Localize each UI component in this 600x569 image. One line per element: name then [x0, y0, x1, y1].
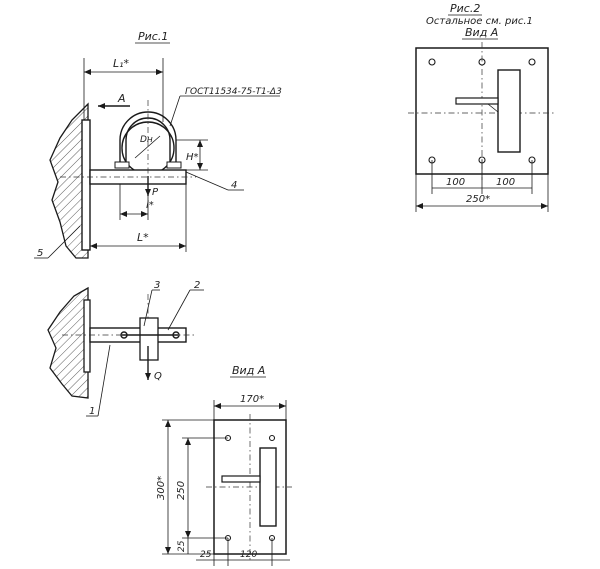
dim-l-big: L* [137, 231, 149, 244]
callout-3: 3 [154, 280, 160, 291]
figure-1-plan-view: 3 2 Q 1 [47, 280, 204, 417]
view-a-figure-1: Вид А 170* 300* 250 25 25 [156, 364, 292, 566]
bracket-figure-2 [497, 69, 521, 153]
wall-section [49, 102, 89, 259]
dim-width-170: 170* [240, 394, 264, 405]
bracket-in-view [259, 447, 277, 527]
figure-2-title: Рис.2 [450, 2, 480, 15]
callout-2: 2 [194, 280, 200, 291]
gost-weld-note: ГОСТ11534-75-Т1-Δ3 [185, 87, 282, 97]
figure-1-title: Рис.1 [138, 30, 168, 43]
dim-l1: L₁* [113, 57, 130, 70]
dim-25-vertical: 25 [177, 540, 187, 552]
view-a-arrow-label: A [117, 92, 126, 105]
u-bolt-plan [139, 317, 159, 361]
dim-25-horizontal: 25 [200, 550, 212, 560]
pipe-diameter-label: Dн [140, 135, 153, 145]
dim-height-300: 300* [156, 476, 167, 500]
dim-250-vertical: 250 [176, 481, 187, 500]
callout-4: 4 [231, 180, 237, 191]
dim-h: H* [186, 152, 199, 163]
figure-2-subtitle: Остальное см. рис.1 [426, 16, 533, 27]
callout-5: 5 [37, 248, 43, 259]
callout-1: 1 [89, 406, 95, 417]
dim-250-star: 250* [466, 194, 490, 205]
anchor-hole [268, 434, 276, 442]
anchor-hole [428, 58, 436, 66]
dim-100-left: 100 [446, 177, 465, 188]
load-q-label: Q [154, 371, 162, 382]
load-p-label: P [152, 187, 159, 198]
dim-100-right: 100 [496, 177, 515, 188]
figure-1-side-view: Рис.1 L₁* A ГОСТ11534-75-Т1-Δ3 Dн H* [34, 30, 282, 259]
view-a-title: Вид А [232, 364, 265, 377]
wall-section-plan [47, 286, 89, 399]
embedded-plate [81, 119, 91, 251]
figure-2: Рис.2 Остальное см. рис.1 Вид А 100 100 … [408, 2, 556, 212]
anchor-hole [528, 58, 536, 66]
figure-2-view-title: Вид А [465, 26, 498, 39]
dim-l-small: l* [146, 200, 154, 211]
anchor-hole [478, 58, 486, 66]
u-bolt [119, 111, 177, 166]
dim-120: 120 [240, 550, 257, 560]
